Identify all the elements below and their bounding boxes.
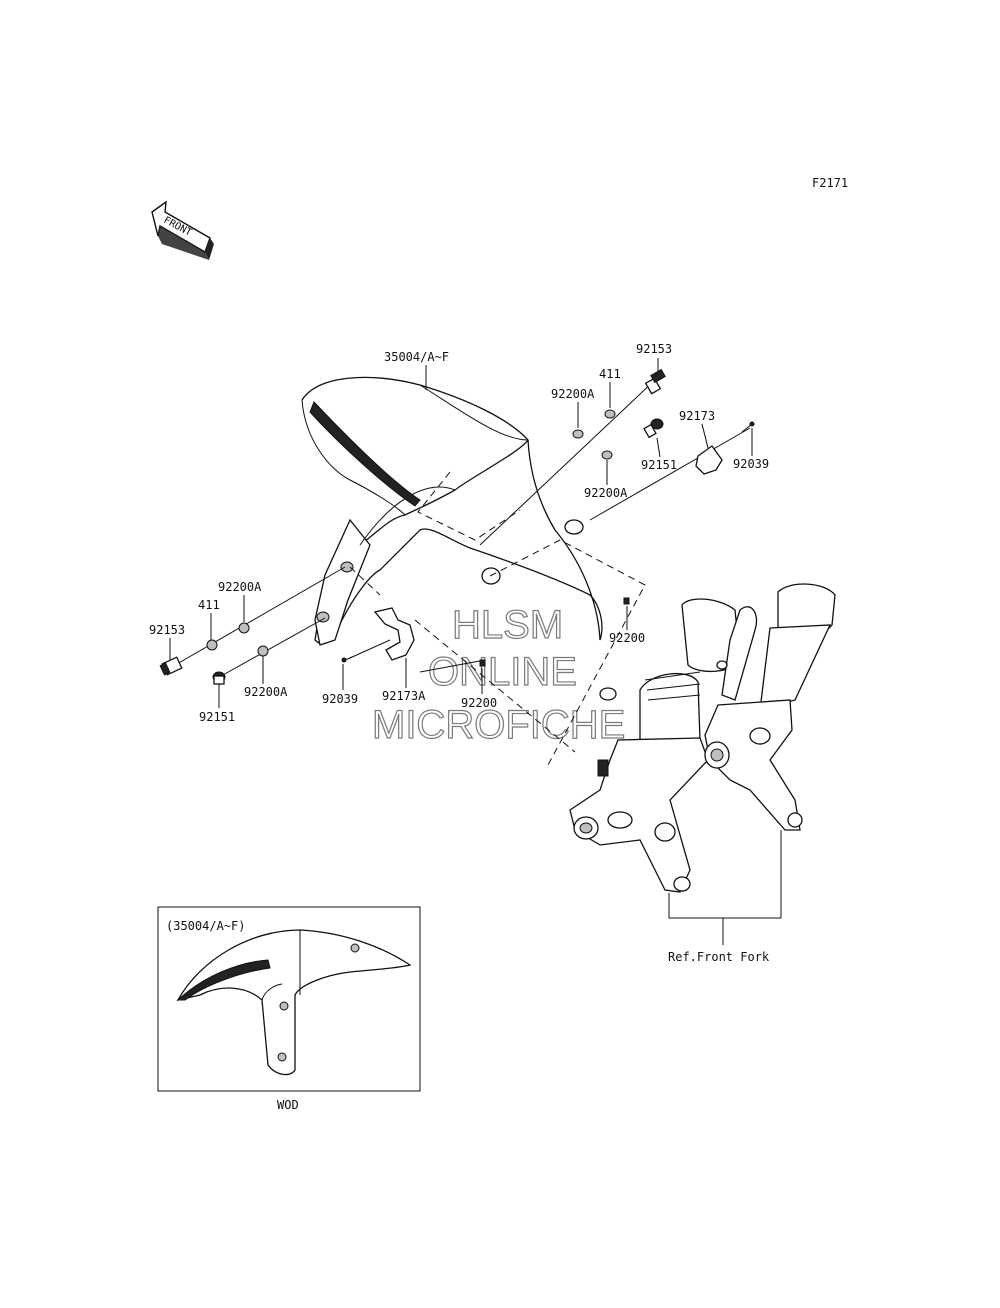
ref-front-fork-bracket: [668, 830, 782, 945]
front-fork-left: [569, 598, 741, 893]
screw-92039-right-icon: [741, 421, 755, 433]
washer-92200a-top-icon: [572, 429, 584, 439]
callout-washer-92200a-top: 92200A: [551, 387, 595, 401]
callout-washer-411-right: 411: [599, 367, 621, 381]
clip-92200-left-icon: [479, 659, 486, 667]
washer-92200a-left-top-icon: [238, 622, 250, 634]
callout-washer-92200a-right: 92200A: [584, 486, 628, 500]
front-arrow-icon: FRONT: [151, 200, 214, 260]
callout-washer-92200a-left-top: 92200A: [218, 580, 262, 594]
callout-fender-main: 35004/A~F: [384, 350, 449, 364]
callout-screw-92039-left: 92039: [322, 692, 358, 706]
inset-fender-icon: [176, 929, 412, 1076]
callout-washer-411-left: 411: [198, 598, 220, 612]
callout-clip-92173a: 92173A: [382, 689, 426, 703]
washer-92200a-right-icon: [601, 450, 613, 460]
clip-92200-right-icon: [623, 597, 630, 605]
leader-lines: [169, 365, 751, 766]
callout-bolt-92153-left: 92153: [149, 623, 185, 637]
callout-screw-right: 92039: [733, 457, 769, 471]
figure-code: F2171: [812, 176, 848, 190]
bolt-92151-right-icon: [643, 418, 664, 439]
bolt-92153-left-icon: [159, 656, 183, 676]
clip-92173a-icon: [373, 607, 415, 661]
front-fender: [301, 376, 603, 646]
callout-clip-right: 92173: [679, 409, 715, 423]
callout-ref-front-fork: Ref.Front Fork: [668, 950, 770, 964]
hardware-left: [159, 607, 486, 685]
washer-411-left-icon: [206, 639, 218, 651]
bolt-92151-left-icon: [212, 671, 226, 685]
hardware-right: [572, 368, 755, 605]
svg-text:HLSM: HLSM: [452, 603, 563, 647]
watermark: HLSM ONLINE MICROFICHE: [371, 602, 626, 747]
inset-caption: WOD: [277, 1098, 299, 1112]
clip-92173-icon: [695, 445, 723, 475]
callout-bolt-top-right: 92153: [636, 342, 672, 356]
washer-92200a-left-bottom-icon: [257, 645, 269, 657]
front-fork-right: [704, 583, 836, 831]
callout-washer-92200a-left-bottom: 92200A: [244, 685, 288, 699]
inset-title: (35004/A~F): [166, 919, 245, 933]
washer-411-right-icon: [604, 409, 616, 419]
bolt-92153-right-icon: [644, 368, 666, 395]
callout-bolt-92151-left: 92151: [199, 710, 235, 724]
screw-92039-left-icon: [341, 656, 353, 663]
callout-clip-92200-left: 92200: [461, 696, 497, 710]
svg-text:ONLINE: ONLINE: [428, 650, 577, 694]
callout-clip-92200-right: 92200: [609, 631, 645, 645]
inset-panel: (35004/A~F) WOD: [157, 906, 421, 1112]
svg-text:MICROFICHE: MICROFICHE: [372, 703, 625, 747]
callout-bolt-92151-right: 92151: [641, 458, 677, 472]
